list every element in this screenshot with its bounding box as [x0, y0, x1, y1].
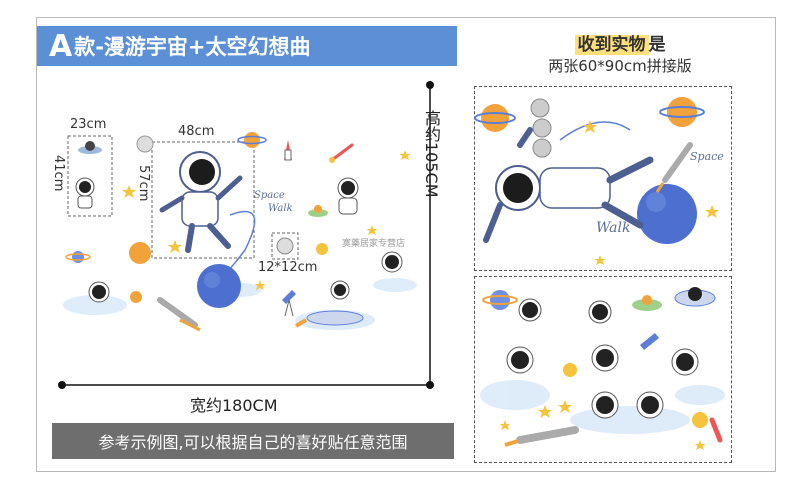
comet-icon — [329, 143, 354, 163]
rocket-icon — [284, 140, 292, 161]
orange-planet-icon — [129, 242, 151, 264]
moon-icon — [136, 135, 154, 153]
saturn-left-icon — [65, 251, 91, 263]
astronaut-mid-icon — [337, 177, 359, 215]
width-line-start-dot — [58, 381, 66, 389]
ufo-small-icon — [78, 141, 102, 154]
label-23cm: 23cm — [70, 117, 107, 132]
label-12x12cm: 12*12cm — [258, 260, 318, 275]
bottom-sheet-planets — [482, 287, 716, 428]
stars — [122, 150, 411, 290]
height-label: 高约105CM — [422, 110, 441, 198]
label-48cm: 48cm — [178, 124, 215, 139]
space-text: Space — [254, 190, 285, 201]
rocket-rider-icon — [294, 280, 364, 328]
box-23x41 — [67, 135, 113, 217]
astronaut-small-icon — [75, 177, 95, 209]
title-text: 款-漫游宇宙+太空幻想曲 — [74, 35, 311, 59]
right-title-highlight: 收到实物 — [574, 35, 649, 55]
bottom-sheet-clouds — [480, 380, 725, 434]
moon-12x12-icon — [276, 237, 294, 255]
astronaut-right-icon — [381, 251, 403, 273]
right-title-rest: 是 — [648, 35, 666, 55]
caption-text: 参考示例图,可以根据自己的喜好贴任意范围 — [98, 433, 408, 452]
telescope-icon — [282, 290, 296, 317]
right-title: 收到实物是 — [470, 30, 770, 55]
title-letter: A — [49, 28, 73, 64]
sun-left-icon — [130, 291, 142, 303]
label-41cm: 41cm — [51, 155, 66, 192]
right-subtitle: 两张60*90cm拼接版 — [548, 57, 692, 75]
top-sheet-space-text: Space — [690, 150, 724, 163]
caption-box: 参考示例图,可以根据自己的喜好贴任意范围 — [52, 423, 454, 459]
astronaut-left-icon — [88, 281, 110, 303]
rocket-bottom-icon — [157, 297, 201, 332]
big-astronaut-icon — [159, 151, 256, 286]
walk-text: Walk — [268, 203, 293, 214]
top-sheet-planets — [474, 97, 705, 244]
bottom-sheet-rocket-icon — [504, 417, 723, 447]
sun-small-icon — [316, 243, 328, 255]
bottom-sheet-stars — [499, 400, 706, 450]
top-sheet-astronaut-icon — [483, 121, 654, 243]
top-sheet-walk-text: Walk — [596, 220, 630, 236]
outer-frame — [36, 17, 776, 472]
bottom-sheet-telescope-icon — [640, 333, 659, 350]
watermark: 寞藥居家专营店 — [342, 239, 406, 249]
box-12x12 — [271, 232, 299, 260]
width-label: 宽约180CM — [190, 396, 278, 415]
height-line-top-dot — [426, 81, 434, 89]
top-sheet-rocket-icon — [655, 142, 693, 193]
label-57cm: 57cm — [136, 165, 151, 202]
title-bar: A 款-漫游宇宙+太空幻想曲 — [37, 26, 457, 66]
ufo-icon — [308, 205, 328, 217]
top-sheet-stars — [583, 120, 719, 265]
box-48x57 — [151, 141, 255, 259]
bottom-sheet-astronauts — [506, 298, 699, 419]
saturn-icon — [237, 132, 267, 148]
